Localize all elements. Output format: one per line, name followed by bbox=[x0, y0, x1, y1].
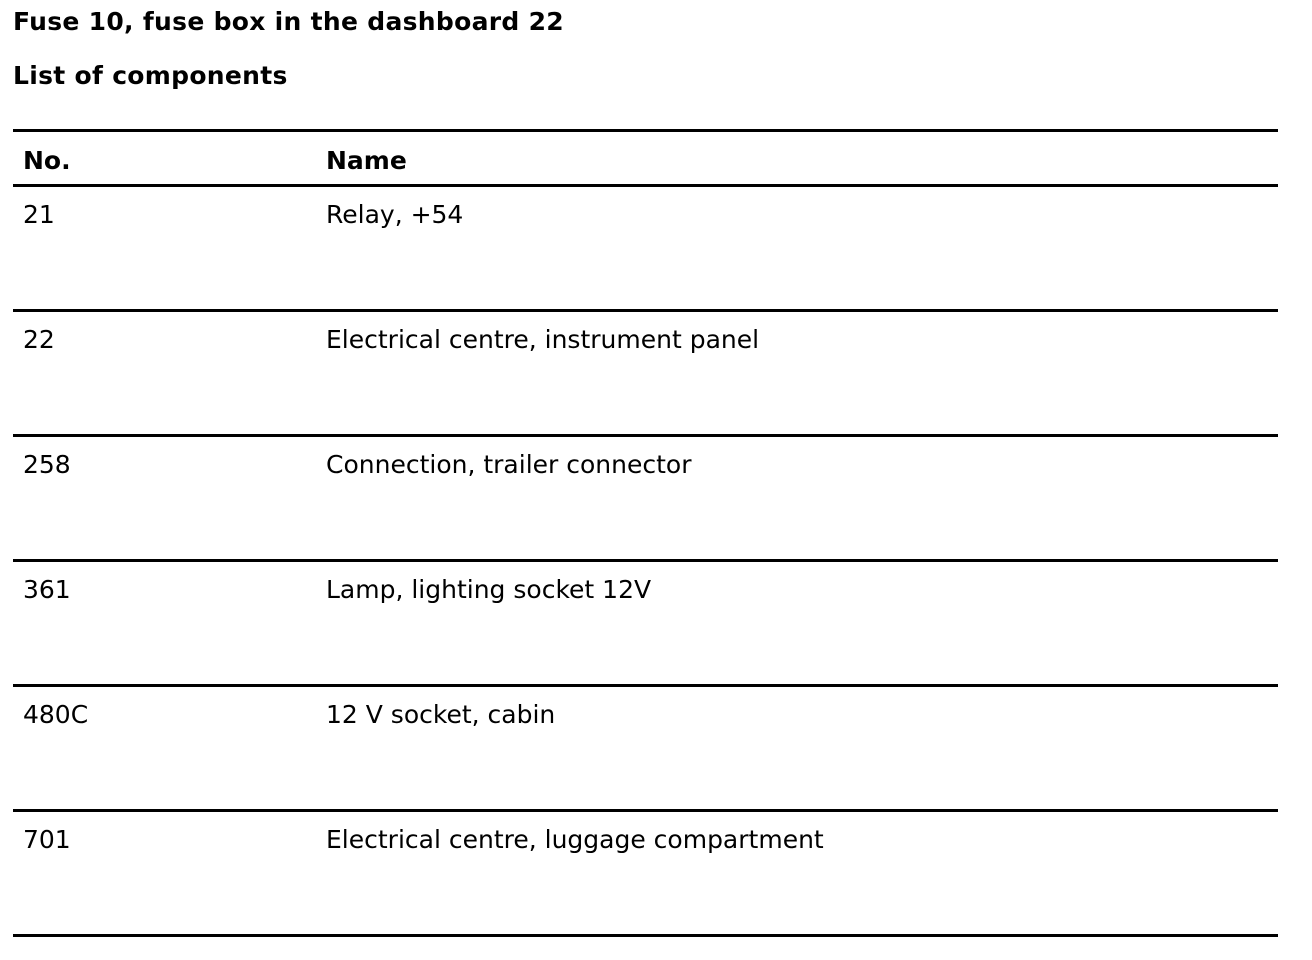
table-row: 701 Electrical centre, luggage compartme… bbox=[13, 810, 1278, 937]
column-header-name: Name bbox=[326, 129, 1278, 187]
component-number: 22 bbox=[13, 310, 326, 437]
component-name: 12 V socket, cabin bbox=[326, 685, 1278, 812]
table-row: 21 Relay, +54 bbox=[13, 185, 1278, 312]
table-body: 21 Relay, +54 22 Electrical centre, inst… bbox=[13, 185, 1278, 937]
column-header-no: No. bbox=[13, 129, 326, 187]
component-number: 480C bbox=[13, 685, 326, 812]
section-title-list-of-components: List of components bbox=[13, 61, 288, 90]
component-number: 21 bbox=[13, 185, 326, 312]
component-name: Electrical centre, instrument panel bbox=[326, 310, 1278, 437]
table-row: 480C 12 V socket, cabin bbox=[13, 685, 1278, 812]
component-name: Connection, trailer connector bbox=[326, 435, 1278, 562]
component-number: 258 bbox=[13, 435, 326, 562]
components-table: No. Name 21 Relay, +54 22 Electrical cen… bbox=[13, 129, 1278, 937]
document-title: Fuse 10, fuse box in the dashboard 22 bbox=[13, 7, 564, 36]
component-number: 361 bbox=[13, 560, 326, 687]
table-row: 361 Lamp, lighting socket 12V bbox=[13, 560, 1278, 687]
component-number: 701 bbox=[13, 810, 326, 937]
table-row: 22 Electrical centre, instrument panel bbox=[13, 310, 1278, 437]
component-name: Relay, +54 bbox=[326, 185, 1278, 312]
table-header: No. Name bbox=[13, 129, 1278, 187]
table-row: 258 Connection, trailer connector bbox=[13, 435, 1278, 562]
component-name: Electrical centre, luggage compartment bbox=[326, 810, 1278, 937]
component-name: Lamp, lighting socket 12V bbox=[326, 560, 1278, 687]
table-header-row: No. Name bbox=[13, 129, 1278, 187]
